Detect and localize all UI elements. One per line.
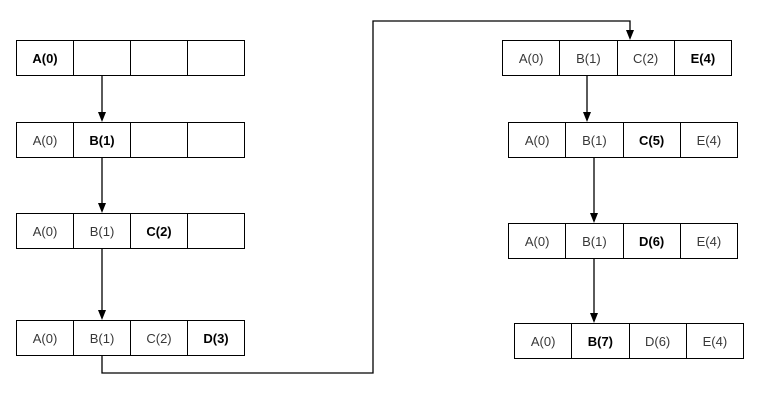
- array-state-step-2: A(0) B(1): [16, 122, 245, 158]
- arrowhead: [626, 30, 634, 40]
- array-cell: E(4): [685, 324, 743, 358]
- arrowhead: [590, 213, 598, 223]
- array-cell: B(1): [73, 321, 130, 355]
- array-cell-empty: [130, 41, 187, 75]
- array-cell: A(0): [32, 223, 58, 239]
- array-cell: B(1): [73, 123, 130, 157]
- arrowhead: [590, 313, 598, 323]
- array-cell: B(1): [565, 123, 622, 157]
- array-cell-empty: [187, 41, 244, 75]
- array-state-step-6: A(0) B(1) C(5) E(4): [508, 122, 738, 158]
- arrowhead: [583, 112, 591, 122]
- array-cell: D(6): [622, 224, 680, 258]
- arrowhead: [98, 203, 106, 213]
- array-cell: C(2): [130, 214, 187, 248]
- array-cell: A(0): [32, 330, 58, 346]
- array-state-step-7: A(0) B(1) D(6) E(4): [508, 223, 738, 259]
- array-state-step-1: A(0): [16, 40, 245, 76]
- array-cell: A(0): [524, 132, 550, 148]
- array-state-step-5: A(0) B(1) C(2) E(4): [502, 40, 732, 76]
- array-cell: A(0): [518, 50, 544, 66]
- array-cell: B(7): [571, 324, 628, 358]
- array-cell: E(4): [679, 224, 737, 258]
- arrowhead: [98, 310, 106, 320]
- array-cell: D(6): [628, 324, 686, 358]
- array-state-step-8: A(0) B(7) D(6) E(4): [514, 323, 744, 359]
- array-cell: A(0): [530, 333, 556, 349]
- array-cell: C(5): [622, 123, 680, 157]
- array-state-step-4: A(0) B(1) C(2) D(3): [16, 320, 245, 356]
- array-cell: C(2): [130, 321, 187, 355]
- array-cell: E(4): [673, 41, 731, 75]
- array-cell: B(1): [559, 41, 616, 75]
- arrowhead: [98, 112, 106, 122]
- array-state-step-3: A(0) B(1) C(2): [16, 213, 245, 249]
- array-cell: B(1): [73, 214, 130, 248]
- array-cell-empty: [73, 41, 130, 75]
- array-cell: A(0): [32, 50, 58, 66]
- array-cell: D(3): [187, 321, 244, 355]
- array-cell-empty: [187, 123, 244, 157]
- array-cell: E(4): [679, 123, 737, 157]
- array-cell-empty: [130, 123, 187, 157]
- array-cell: C(2): [616, 41, 674, 75]
- array-cell-empty: [187, 214, 244, 248]
- array-cell: B(1): [565, 224, 622, 258]
- array-cell: A(0): [32, 132, 58, 148]
- array-cell: A(0): [524, 233, 550, 249]
